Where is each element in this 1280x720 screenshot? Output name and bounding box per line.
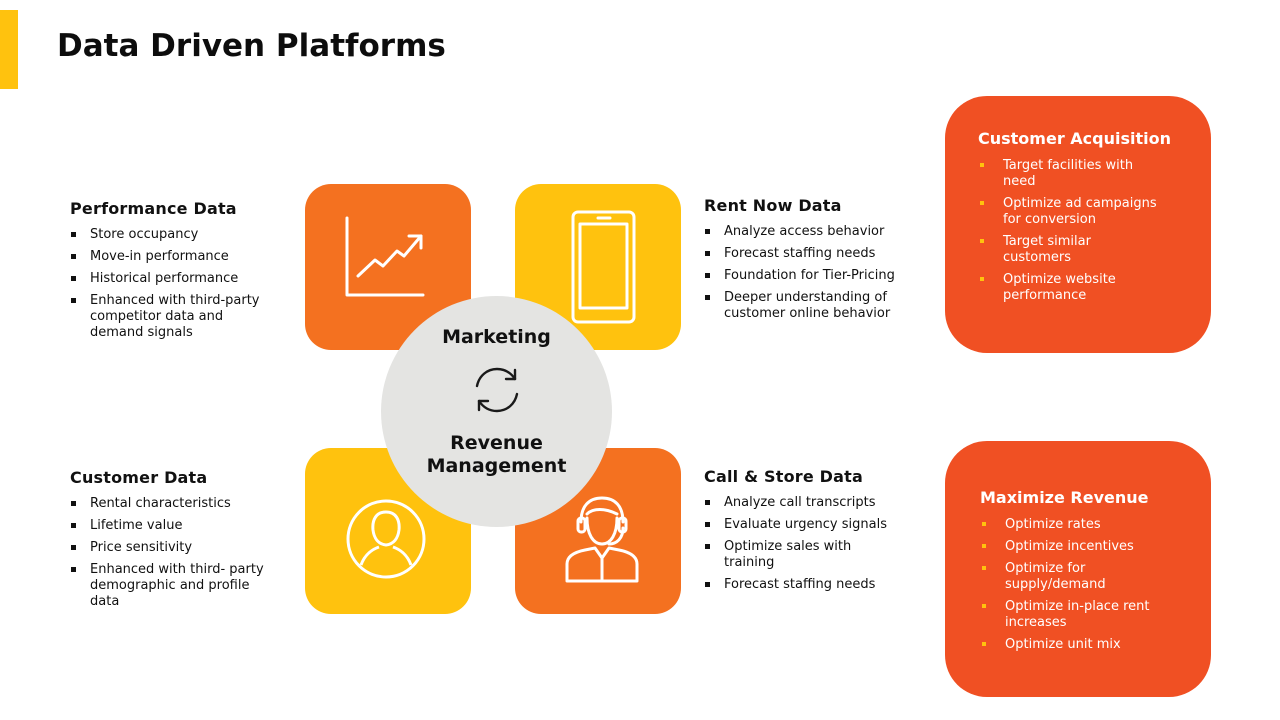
user-icon: [346, 499, 426, 579]
hub-revenue-management-label: Revenue Management: [426, 432, 567, 477]
list-item: Store occupancy: [70, 227, 280, 243]
maximize-revenue-title: Maximize Revenue: [980, 488, 1149, 507]
customer-acquisition-card: Customer Acquisition Target facilities w…: [945, 96, 1211, 353]
list-item: Evaluate urgency signals: [704, 517, 904, 533]
page-title: Data Driven Platforms: [57, 28, 446, 64]
maximize-revenue-card: Maximize Revenue Optimize rates Optimize…: [945, 441, 1211, 697]
list-item: Move-in performance: [70, 249, 280, 265]
rent-now-data-title: Rent Now Data: [704, 196, 842, 215]
call-store-data-list: Analyze call transcripts Evaluate urgenc…: [704, 495, 904, 593]
performance-data-list: Store occupancy Move-in performance Hist…: [70, 227, 280, 341]
customer-acquisition-list: Target facilities with need Optimize ad …: [978, 158, 1163, 304]
list-item: Foundation for Tier-Pricing: [704, 268, 904, 284]
performance-data-title: Performance Data: [70, 199, 237, 218]
list-item: Optimize website performance: [978, 272, 1163, 304]
list-item: Rental characteristics: [70, 496, 280, 512]
list-item: Analyze call transcripts: [704, 495, 904, 511]
maximize-revenue-list: Optimize rates Optimize incentives Optim…: [980, 517, 1180, 653]
list-item: Deeper understanding of customer online …: [704, 290, 904, 322]
smartphone-icon: [571, 210, 636, 324]
list-item: Forecast staffing needs: [704, 577, 904, 593]
list-item: Enhanced with third- party demographic a…: [70, 562, 280, 610]
hub-marketing-label: Marketing: [442, 326, 551, 348]
call-store-data-section: Call & Store Data Analyze call transcrip…: [704, 467, 904, 599]
list-item: Target similar customers: [978, 234, 1163, 266]
list-item: Lifetime value: [70, 518, 280, 534]
list-item: Analyze access behavior: [704, 224, 904, 240]
list-item: Enhanced with third-party competitor dat…: [70, 293, 280, 341]
list-item: Price sensitivity: [70, 540, 280, 556]
rent-now-data-list: Analyze access behavior Forecast staffin…: [704, 224, 904, 322]
list-item: Optimize in-place rent increases: [980, 599, 1180, 631]
customer-data-title: Customer Data: [70, 468, 208, 487]
customer-data-section: Customer Data Rental characteristics Lif…: [70, 468, 280, 616]
call-store-data-title: Call & Store Data: [704, 467, 864, 486]
marketing-revenue-hub: Marketing Revenue Management: [381, 296, 612, 527]
title-accent-bar: [0, 10, 18, 89]
line-chart-icon: [345, 216, 425, 297]
performance-tile: [305, 184, 471, 350]
customer-acquisition-title: Customer Acquisition: [978, 129, 1171, 148]
list-item: Historical performance: [70, 271, 280, 287]
list-item: Optimize rates: [980, 517, 1180, 533]
list-item: Target facilities with need: [978, 158, 1163, 190]
list-item: Optimize unit mix: [980, 637, 1180, 653]
list-item: Optimize ad campaigns for conversion: [978, 196, 1163, 228]
performance-data-section: Performance Data Store occupancy Move-in…: [70, 199, 280, 347]
list-item: Optimize sales with training: [704, 539, 904, 571]
list-item: Optimize incentives: [980, 539, 1180, 555]
list-item: Optimize for supply/demand: [980, 561, 1180, 593]
rent-now-data-section: Rent Now Data Analyze access behavior Fo…: [704, 196, 904, 328]
list-item: Forecast staffing needs: [704, 246, 904, 262]
customer-data-list: Rental characteristics Lifetime value Pr…: [70, 496, 280, 610]
headset-agent-icon: [565, 496, 639, 583]
refresh-icon: [475, 367, 519, 413]
